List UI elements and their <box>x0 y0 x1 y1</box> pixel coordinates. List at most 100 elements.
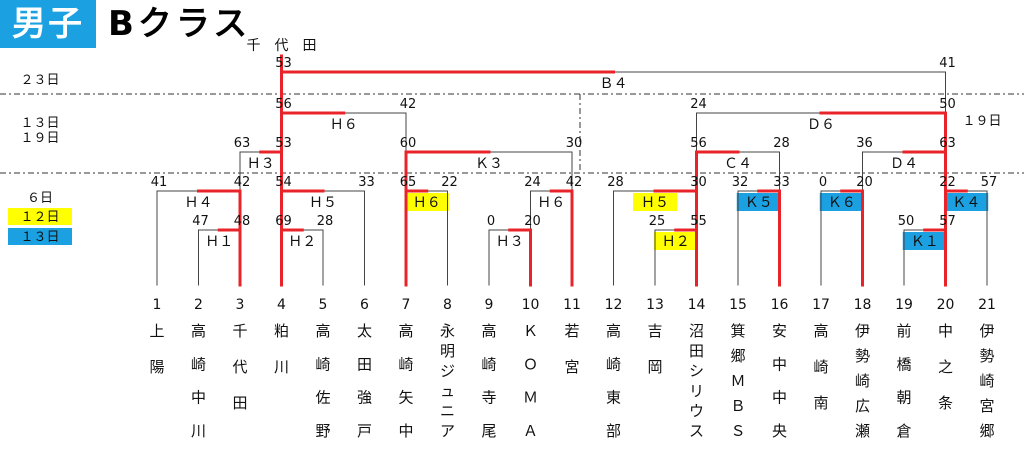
team-name-char: 橋 <box>896 355 911 373</box>
score-b: 57 <box>981 175 998 190</box>
team-name: 上陽 <box>149 322 164 376</box>
day-label: １９日 <box>20 131 59 146</box>
team-name-char: 郷 <box>730 347 745 365</box>
score-b: 48 <box>234 214 251 229</box>
score-b: 20 <box>856 175 873 190</box>
score-a: 0 <box>819 175 827 190</box>
gender-badge: 男子 <box>0 0 96 48</box>
score-b: 42 <box>566 175 583 190</box>
team-name-char: 伊 <box>855 322 870 340</box>
team-number: 20 <box>937 297 955 313</box>
team-name-char: 崎 <box>191 355 206 373</box>
team-name-char: 太 <box>357 322 372 340</box>
team-name-char: 倉 <box>896 422 911 440</box>
score-a: 53 <box>275 56 292 71</box>
score-a: 36 <box>856 136 873 151</box>
champion-name: 千 代 田 <box>247 38 317 54</box>
team-number: 3 <box>236 297 245 313</box>
score-b: 42 <box>234 175 251 190</box>
team-name-char: 前 <box>896 322 911 340</box>
team-number: 12 <box>605 297 623 313</box>
team-name-char: 田 <box>689 342 704 360</box>
team-name-char: 川 <box>274 358 289 376</box>
court-highlight <box>819 193 864 211</box>
match-court-label: Ｈ６ <box>537 195 565 211</box>
team-number: 2 <box>194 297 203 313</box>
team-name-char: 永 <box>440 322 455 340</box>
team-name-char: 中 <box>191 389 206 407</box>
score-a: 65 <box>400 175 417 190</box>
team-name-char: 田 <box>232 394 247 412</box>
team-name-char: ア <box>440 422 455 440</box>
team-name-char: 矢 <box>398 389 413 407</box>
day-highlight <box>8 228 72 245</box>
team-number: 17 <box>812 297 830 313</box>
match-court-label: Ｈ５ <box>309 195 337 211</box>
team-name-char: 代 <box>232 358 247 376</box>
score-a: 24 <box>524 175 541 190</box>
score-a: 25 <box>649 214 666 229</box>
score-b: 42 <box>400 97 417 112</box>
court-highlight <box>902 232 947 250</box>
score-b: 30 <box>566 136 583 151</box>
day-label: １９日 <box>962 114 1001 129</box>
team-name-char: 崎 <box>855 372 870 390</box>
team-name-char: 箕 <box>730 322 745 340</box>
team-entry: 高崎南 <box>813 322 828 412</box>
team-number: 1 <box>153 297 162 313</box>
score-a: 47 <box>192 214 209 229</box>
team-name-char: 沼 <box>689 322 704 340</box>
team-name-char: 千 <box>232 322 247 340</box>
team-number: 21 <box>978 297 996 313</box>
team-name-char: 瀬 <box>855 422 870 440</box>
team-name-char: 宮 <box>564 358 579 376</box>
team-name-char: 中 <box>772 389 787 407</box>
team-number: 18 <box>854 297 872 313</box>
score-b: 20 <box>524 214 541 229</box>
team-name-char: 南 <box>813 394 828 412</box>
day-label: ６日 <box>27 191 53 206</box>
team-name-char: Ｏ <box>523 355 538 373</box>
team-name-char: 田 <box>357 355 372 373</box>
team-name-char: 尾 <box>481 422 496 440</box>
team-name-char: 明 <box>440 342 455 360</box>
score-a: 63 <box>234 136 251 151</box>
score-a: 24 <box>690 97 707 112</box>
team-number: 4 <box>277 297 286 313</box>
team-entry: 千代田 <box>232 322 247 412</box>
team-name-char: ウ <box>689 402 704 420</box>
score-a: 32 <box>732 175 749 190</box>
score-a: 56 <box>275 97 292 112</box>
score-b: 63 <box>939 136 956 151</box>
team-number: 15 <box>729 297 747 313</box>
score-b: 57 <box>939 214 956 229</box>
score-a: 60 <box>400 136 417 151</box>
team-name-char: 上 <box>149 322 164 340</box>
match-court-label: Ｈ３ <box>496 234 524 250</box>
score-b: 33 <box>358 175 375 190</box>
team-name-char: 戸 <box>357 422 372 440</box>
team-name-char: 央 <box>772 422 787 440</box>
score-a: 0 <box>487 214 495 229</box>
score-b: 30 <box>690 175 707 190</box>
team-name-char: 佐 <box>315 389 330 407</box>
team-name-char: 中 <box>398 422 413 440</box>
score-a: 54 <box>275 175 292 190</box>
match-court-label: Ｈ２ <box>662 234 690 250</box>
team-name-char: 野 <box>315 422 330 440</box>
score-b: 33 <box>773 175 790 190</box>
team-name-char: 陽 <box>149 358 164 376</box>
team-entry: 中之条 <box>938 322 953 412</box>
team-number: 14 <box>688 297 706 313</box>
